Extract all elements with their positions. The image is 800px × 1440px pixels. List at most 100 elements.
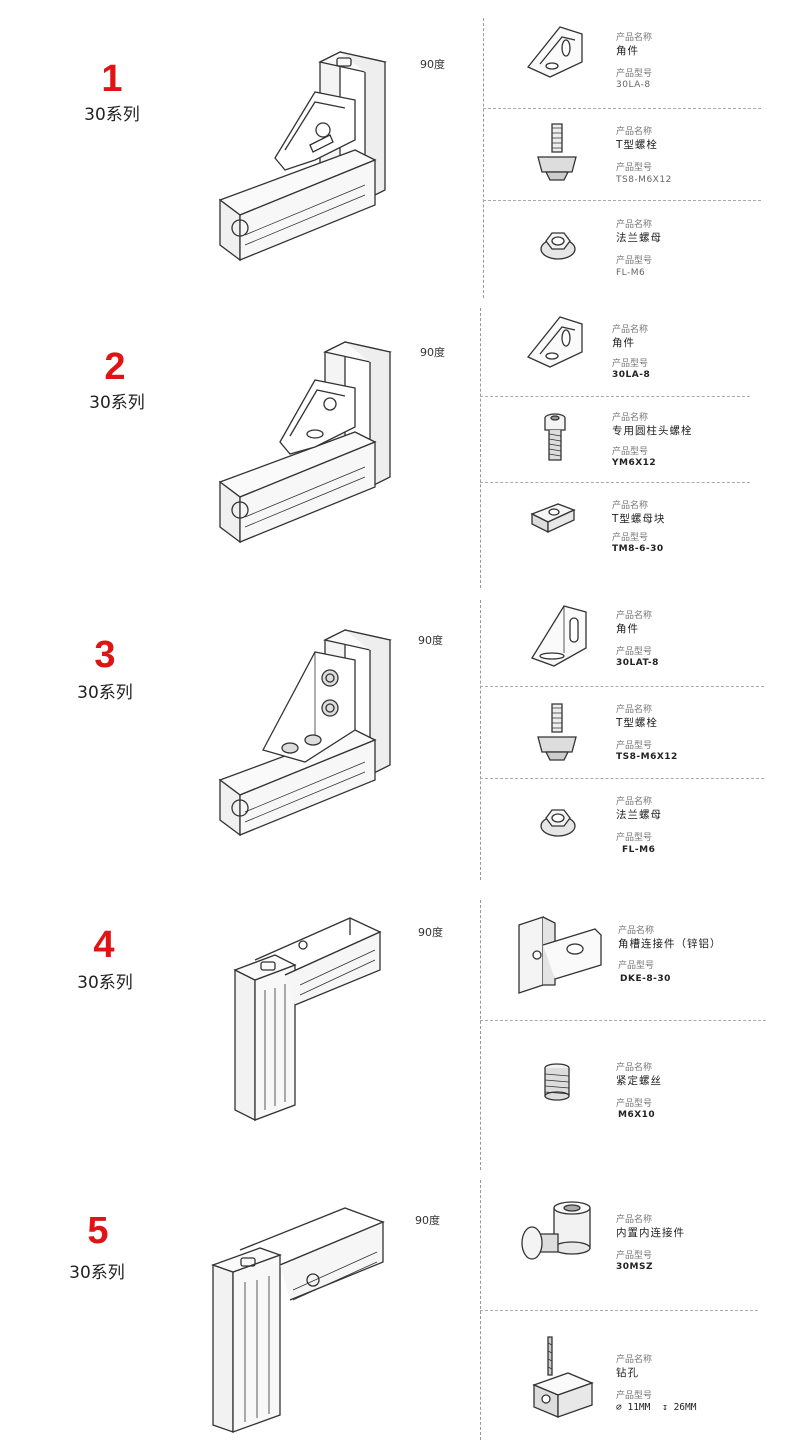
part-icon <box>532 122 582 182</box>
section-2: 2 30系列 90度 产品名称 角件 产品型号 30LA-8 产品名称 专用圆柱… <box>0 300 800 590</box>
divider <box>483 18 484 298</box>
part-icon <box>520 22 590 82</box>
product-model-label: 产品型号 <box>612 359 649 369</box>
angle-label: 90度 <box>420 346 445 359</box>
series-label: 30系列 <box>84 105 140 125</box>
product-model-label: 产品型号 <box>616 1099 653 1109</box>
product-model-label: 产品型号 <box>616 741 653 751</box>
angle-label: 90度 <box>418 634 443 647</box>
divider <box>483 108 761 109</box>
part-icon <box>518 1198 598 1278</box>
section-3: 3 30系列 90度 产品名称 角件 产品型号 30LAT-8 产品名称 <box>0 590 800 880</box>
divider <box>480 308 481 588</box>
divider <box>483 200 761 201</box>
section-number: 5 <box>87 1210 109 1252</box>
section-1: 1 30系列 90度 产品名称 角件 产品型号 30LA-8 产品名称 T型螺栓… <box>0 0 800 300</box>
part-icon <box>540 1062 574 1102</box>
slotted-bracket-assembly-image <box>215 620 415 840</box>
product-name-label: 产品名称 <box>616 1063 653 1073</box>
series-label: 30系列 <box>89 393 145 413</box>
product-name: T型螺栓 <box>616 139 658 151</box>
product-model: TM8-6-30 <box>612 544 664 554</box>
divider <box>480 1020 766 1021</box>
product-model: DKE-8-30 <box>620 974 671 984</box>
product-name: 角件 <box>612 337 635 349</box>
product-model-label: 产品型号 <box>612 447 649 457</box>
product-name-label: 产品名称 <box>616 611 653 621</box>
product-model-label: 产品型号 <box>616 69 653 79</box>
series-label: 30系列 <box>77 973 133 993</box>
product-name-label: 产品名称 <box>616 797 653 807</box>
depth-icon: ↧ <box>662 1402 668 1413</box>
divider <box>480 482 750 483</box>
product-model-label: 产品型号 <box>618 961 655 971</box>
product-model: 30LA-8 <box>616 80 651 90</box>
product-model-label: 产品型号 <box>616 1391 653 1401</box>
product-name: 法兰螺母 <box>616 809 662 821</box>
part-icon <box>515 915 605 995</box>
product-name: 紧定螺丝 <box>616 1075 662 1087</box>
product-name: 角槽连接件（锌铝） <box>618 938 722 950</box>
product-model: 30MSZ <box>616 1262 653 1272</box>
angle-label: 90度 <box>415 1214 440 1227</box>
product-model-label: 产品型号 <box>616 647 653 657</box>
section-number: 4 <box>93 924 115 966</box>
product-model-label: 产品型号 <box>616 833 653 843</box>
product-model: 30LAT-8 <box>616 658 659 668</box>
product-name: 角件 <box>616 623 639 635</box>
internal-connector-assembly-image <box>205 1200 390 1435</box>
divider <box>480 900 481 1170</box>
product-model: TS8-M6X12 <box>616 175 672 185</box>
product-name-label: 产品名称 <box>616 1355 653 1365</box>
divider <box>480 686 764 687</box>
part-icon <box>540 412 570 464</box>
product-name-label: 产品名称 <box>616 705 653 715</box>
product-name: 角件 <box>616 45 639 57</box>
divider <box>480 396 750 397</box>
product-name: T型螺栓 <box>616 717 658 729</box>
product-model-label: 产品型号 <box>616 256 653 266</box>
angle-label: 90度 <box>420 58 445 71</box>
part-icon <box>532 702 582 762</box>
part-icon <box>528 1335 598 1420</box>
slot-connector-assembly-image <box>225 910 390 1130</box>
part-icon <box>520 312 590 372</box>
product-name-label: 产品名称 <box>612 501 649 511</box>
product-model-label: 产品型号 <box>616 1251 653 1261</box>
product-name-label: 产品名称 <box>616 33 653 43</box>
drill-diameter: 11MM <box>627 1402 651 1413</box>
product-name-label: 产品名称 <box>612 413 649 423</box>
product-model: 30LA-8 <box>612 370 651 380</box>
product-name-label: 产品名称 <box>616 1215 653 1225</box>
part-icon <box>538 225 578 265</box>
product-name: T型螺母块 <box>612 513 666 525</box>
product-model: FL-M6 <box>616 268 646 278</box>
product-model: YM6X12 <box>612 458 657 468</box>
angle-label: 90度 <box>418 926 443 939</box>
product-model-label: 产品型号 <box>612 533 649 543</box>
section-5: 5 30系列 90度 产品名称 内置内连接件 产品型号 30MSZ 产品名称 钻… <box>0 1170 800 1440</box>
section-number: 3 <box>94 634 116 676</box>
part-icon <box>538 802 578 842</box>
section-number: 2 <box>104 346 126 388</box>
product-model-label: 产品型号 <box>616 163 653 173</box>
drill-spec: ⌀ 11MM ↧ 26MM <box>616 1402 696 1413</box>
divider <box>480 778 764 779</box>
part-icon <box>524 598 594 670</box>
product-name: 内置内连接件 <box>616 1227 685 1239</box>
product-model: TS8-M6X12 <box>616 752 678 762</box>
product-name: 专用圆柱头螺栓 <box>612 425 693 437</box>
product-name-label: 产品名称 <box>612 325 649 335</box>
product-name: 法兰螺母 <box>616 232 662 244</box>
series-label: 30系列 <box>69 1263 125 1283</box>
diameter-icon: ⌀ <box>616 1402 622 1413</box>
series-label: 30系列 <box>77 683 133 703</box>
part-icon <box>528 500 578 536</box>
section-4: 4 30系列 90度 产品名称 角槽连接件（锌铝） 产品型号 DKE-8-30 … <box>0 880 800 1170</box>
product-model: FL-M6 <box>622 845 656 855</box>
divider <box>480 1310 758 1311</box>
product-model: M6X10 <box>618 1110 656 1120</box>
corner-bracket-assembly-image <box>215 332 415 547</box>
product-name-label: 产品名称 <box>616 220 653 230</box>
section-number: 1 <box>101 58 123 100</box>
